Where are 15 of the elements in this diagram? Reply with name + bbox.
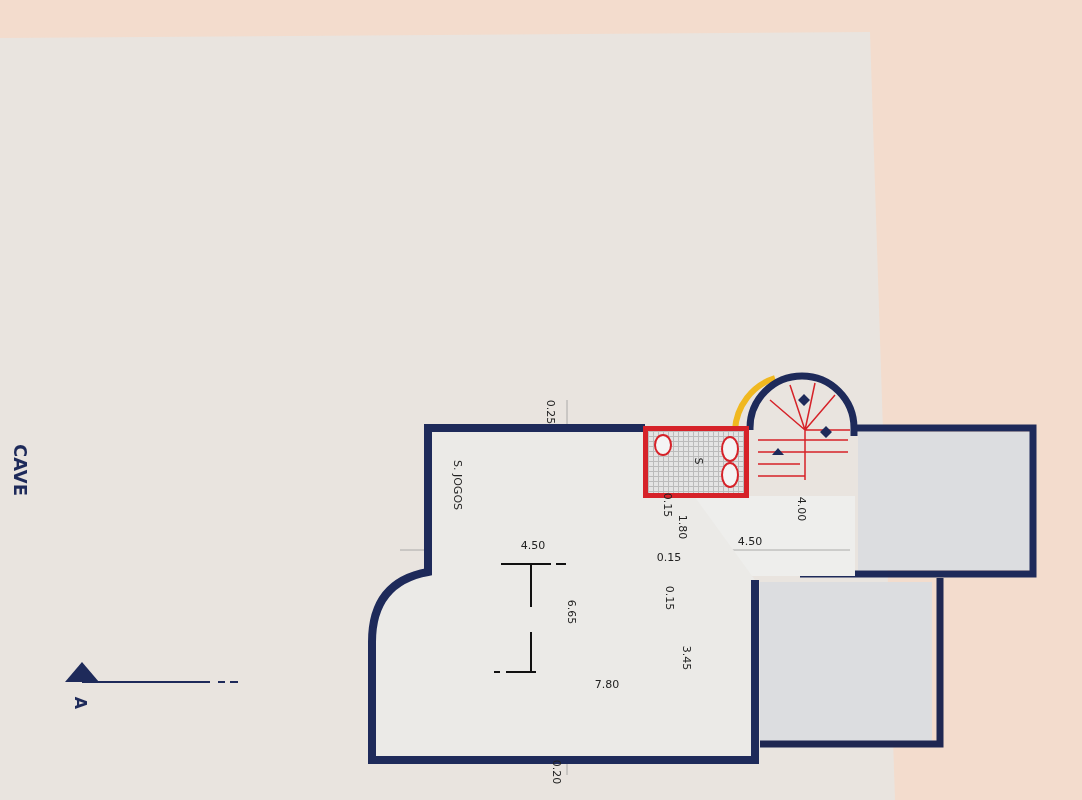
dimension-label: 4.50 (737, 535, 763, 547)
dimension-label: 4.50 (520, 539, 546, 551)
room-label: S (692, 457, 704, 465)
dimension-label: 0.15 (656, 551, 682, 563)
dimension-label: 4.00 (795, 496, 807, 522)
dimension-label: 0.15 (663, 585, 675, 611)
dimension-label: 6.65 (565, 599, 577, 625)
dimension-label: 0.15 (661, 492, 673, 518)
dimension-label: 1.80 (676, 514, 688, 540)
room-label: S. JOGOS (451, 460, 463, 510)
dimension-label: 0.25 (544, 399, 556, 425)
section-label: A (72, 696, 88, 710)
dimension-label: 3.45 (680, 645, 692, 671)
floor-title: CAVE (11, 443, 29, 497)
dimension-label: 7.80 (594, 678, 620, 690)
